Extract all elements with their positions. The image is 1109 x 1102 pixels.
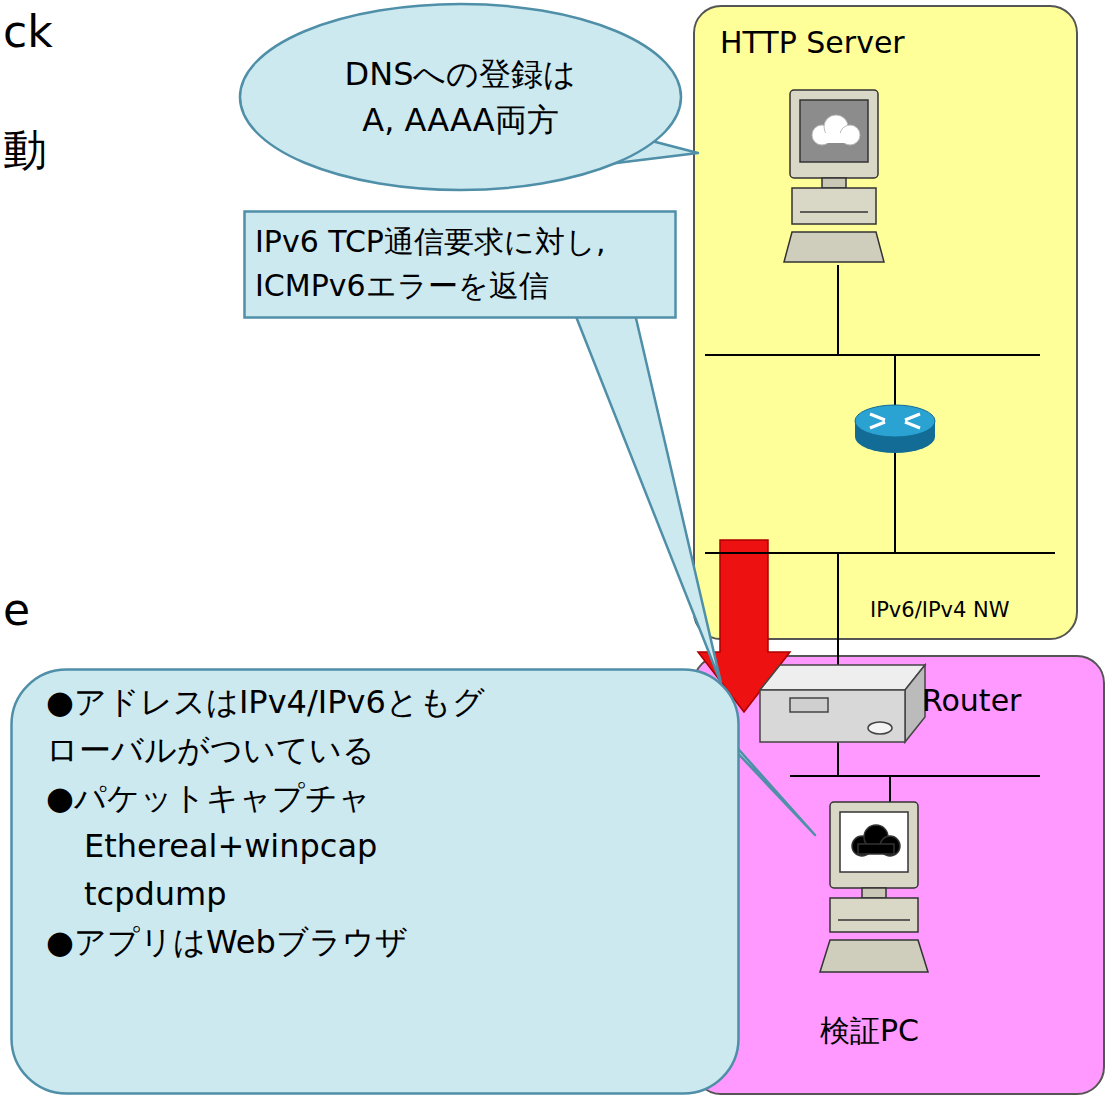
callout-tail bbox=[575, 314, 721, 683]
bullet-item: ●パケットキャプチャ bbox=[46, 774, 726, 822]
client-network-region: Router 検証PC bbox=[693, 655, 1105, 1095]
tool-name: Ethereal+winpcap bbox=[84, 822, 726, 870]
callout-text: IPv6 TCP通信要求に対し, ICMPv6エラーを返信 bbox=[255, 220, 665, 307]
server-computer bbox=[784, 90, 884, 262]
icmp-callout: IPv6 TCP通信要求に対し, ICMPv6エラーを返信 bbox=[243, 210, 677, 319]
bullet-item: ●アプリはWebブラウザ bbox=[46, 918, 726, 966]
device-label: 検証PC bbox=[820, 1009, 919, 1053]
router-symbol bbox=[855, 405, 935, 453]
tool-name: tcpdump bbox=[84, 870, 726, 918]
cut-heading-fragment: ck bbox=[3, 0, 53, 64]
device-label: Router bbox=[922, 679, 1021, 723]
cut-heading-fragment: 動 bbox=[3, 118, 47, 182]
dns-callout: DNSへの登録は A, AAAA両方 bbox=[238, 2, 683, 192]
server-network-region: HTTP ServerIPv6/IPv4 NW bbox=[693, 5, 1078, 640]
pc-condition-callout: ●アドレスはIPv4/IPv6ともグ ローバルがついている●パケットキャプチャE… bbox=[10, 668, 740, 1095]
error-arrow bbox=[698, 540, 790, 712]
network-label: IPv6/IPv4 NW bbox=[870, 595, 1010, 625]
cut-heading-fragment: e bbox=[3, 578, 30, 642]
network-heading: HTTP Server bbox=[720, 21, 905, 65]
network-wires bbox=[705, 265, 1055, 802]
callout-shape bbox=[238, 2, 683, 192]
router-device bbox=[760, 665, 925, 742]
callout-tail bbox=[600, 140, 698, 165]
callout-text: DNSへの登録は A, AAAA両方 bbox=[333, 51, 588, 144]
callout-tail bbox=[690, 695, 815, 835]
client-computer bbox=[820, 802, 928, 972]
bullet-item: ●アドレスはIPv4/IPv6ともグ ローバルがついている bbox=[46, 678, 726, 774]
